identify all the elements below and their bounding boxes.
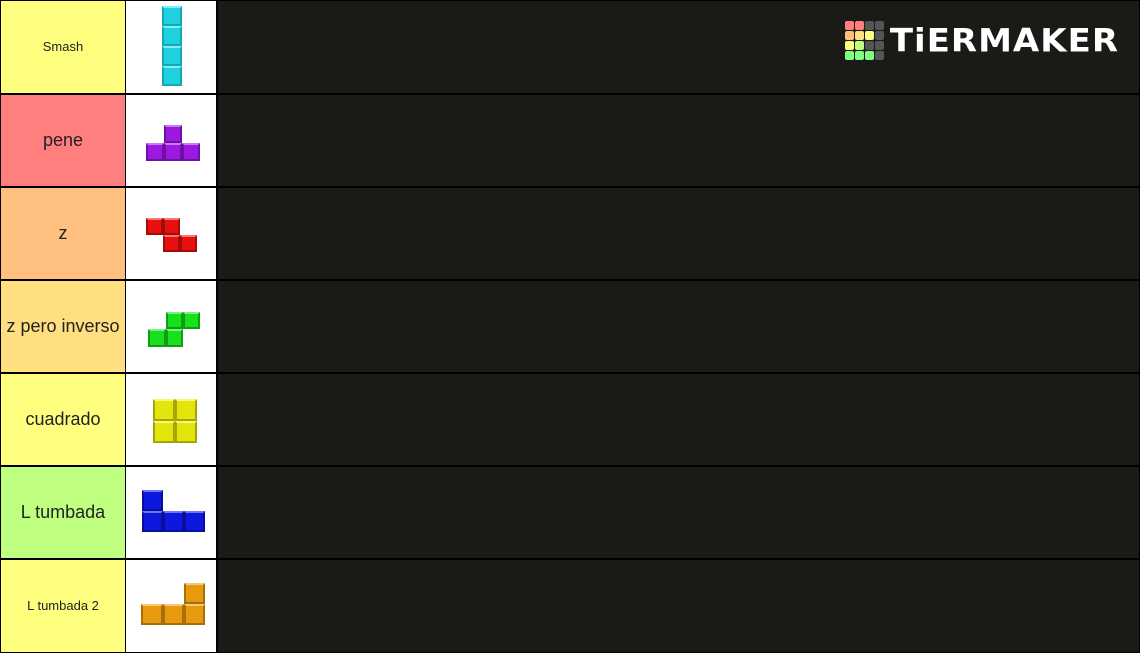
j-piece-icon[interactable]	[142, 490, 205, 532]
tier-drop-area[interactable]	[218, 188, 1139, 279]
tiermaker-grid-icon	[844, 21, 884, 60]
tier-item-slot[interactable]	[126, 95, 216, 186]
tier-label[interactable]: L tumbada	[1, 467, 125, 558]
tier-label[interactable]: z	[1, 188, 125, 279]
tier-drop-area[interactable]	[218, 281, 1139, 372]
tier-label[interactable]: cuadrado	[1, 374, 125, 465]
tier-drop-area[interactable]	[218, 374, 1139, 465]
tier-item-slot[interactable]	[126, 188, 216, 279]
i-piece-icon[interactable]	[162, 6, 182, 86]
tier-row-l-tumbada: L tumbada	[0, 467, 1140, 558]
tiermaker-wordmark: TiERMAKER	[889, 21, 1119, 60]
tier-row-z-pero-inverso: z pero inverso	[0, 281, 1140, 372]
tier-row-cuadrado: cuadrado	[0, 374, 1140, 465]
tier-row-smash: Smash TiERMAKER	[0, 1, 1140, 93]
tier-label[interactable]: Smash	[1, 1, 125, 93]
z-piece-icon[interactable]	[146, 218, 197, 252]
o-piece-icon[interactable]	[153, 399, 197, 443]
tier-label[interactable]: z pero inverso	[1, 281, 125, 372]
tier-label[interactable]: L tumbada 2	[1, 560, 125, 652]
tier-drop-area[interactable]	[218, 560, 1139, 652]
tier-item-slot[interactable]	[126, 281, 216, 372]
t-piece-icon[interactable]	[146, 125, 200, 161]
tier-drop-area[interactable]	[218, 95, 1139, 186]
tier-item-slot[interactable]	[126, 374, 216, 465]
tier-row-l-tumbada-2: L tumbada 2	[0, 560, 1140, 652]
tier-label[interactable]: pene	[1, 95, 125, 186]
tier-item-slot[interactable]	[126, 1, 216, 93]
tier-row-z: z	[0, 188, 1140, 279]
tier-drop-area[interactable]: TiERMAKER	[218, 1, 1139, 93]
tiermaker-logo: TiERMAKER	[844, 21, 1119, 60]
tier-drop-area[interactable]	[218, 467, 1139, 558]
s-piece-icon[interactable]	[148, 312, 200, 347]
tier-item-slot[interactable]	[126, 560, 216, 652]
tier-row-pene: pene	[0, 95, 1140, 186]
l-piece-icon[interactable]	[141, 583, 205, 625]
tier-item-slot[interactable]	[126, 467, 216, 558]
